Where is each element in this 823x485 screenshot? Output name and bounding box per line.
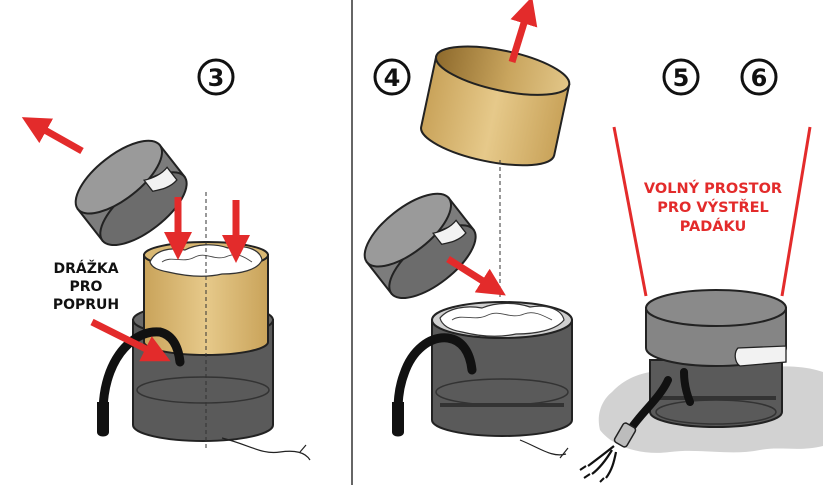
step3-number: 3 xyxy=(208,64,225,92)
parachute-fabric-step4 xyxy=(439,302,565,337)
arrow-lid-away-step3 xyxy=(21,117,84,155)
step6-number: 6 xyxy=(751,64,768,92)
groove-label-line2: PRO xyxy=(70,279,103,295)
lid-step4 xyxy=(363,192,477,300)
free-space-line-right xyxy=(780,126,812,297)
groove-label-line3: POPRUH xyxy=(53,297,119,313)
arrow-tube-up-step4 xyxy=(508,0,538,64)
arrow-groove-step3 xyxy=(90,318,171,362)
assembled-lid xyxy=(645,289,787,367)
assembled-container xyxy=(649,359,783,428)
groove-label-line1: DRÁŽKA xyxy=(53,260,118,277)
strap-assembled xyxy=(626,368,694,434)
step4-number: 4 xyxy=(384,64,401,92)
container-step4 xyxy=(431,301,573,437)
step4-panel: 4 xyxy=(363,0,573,459)
arrow-lid-in-step4 xyxy=(446,256,506,296)
free-space-label-line1: VOLNÝ PROSTOR xyxy=(644,179,782,197)
step3-circle xyxy=(197,58,235,96)
step3-panel: 3 xyxy=(21,58,311,461)
step5-number: 5 xyxy=(673,64,690,92)
free-space-label-line2: PRO VÝSTŘEL xyxy=(657,198,769,216)
step6-circle xyxy=(740,58,778,96)
inner-tube-step4 xyxy=(420,45,571,167)
cord-step3 xyxy=(221,437,311,461)
lid-step3 xyxy=(74,139,188,247)
cord-step4 xyxy=(519,439,569,459)
carabiner-icon xyxy=(579,422,637,483)
step4-circle xyxy=(373,58,411,96)
free-space-line-left xyxy=(612,126,648,297)
step5-circle xyxy=(662,58,700,96)
free-space-label-line3: PADÁKU xyxy=(680,218,747,235)
strap-step4 xyxy=(393,333,477,421)
step56-panel: 5 6 VOLNÝ PROSTOR PRO VÝSTŘEL PADÁKU xyxy=(579,58,823,483)
